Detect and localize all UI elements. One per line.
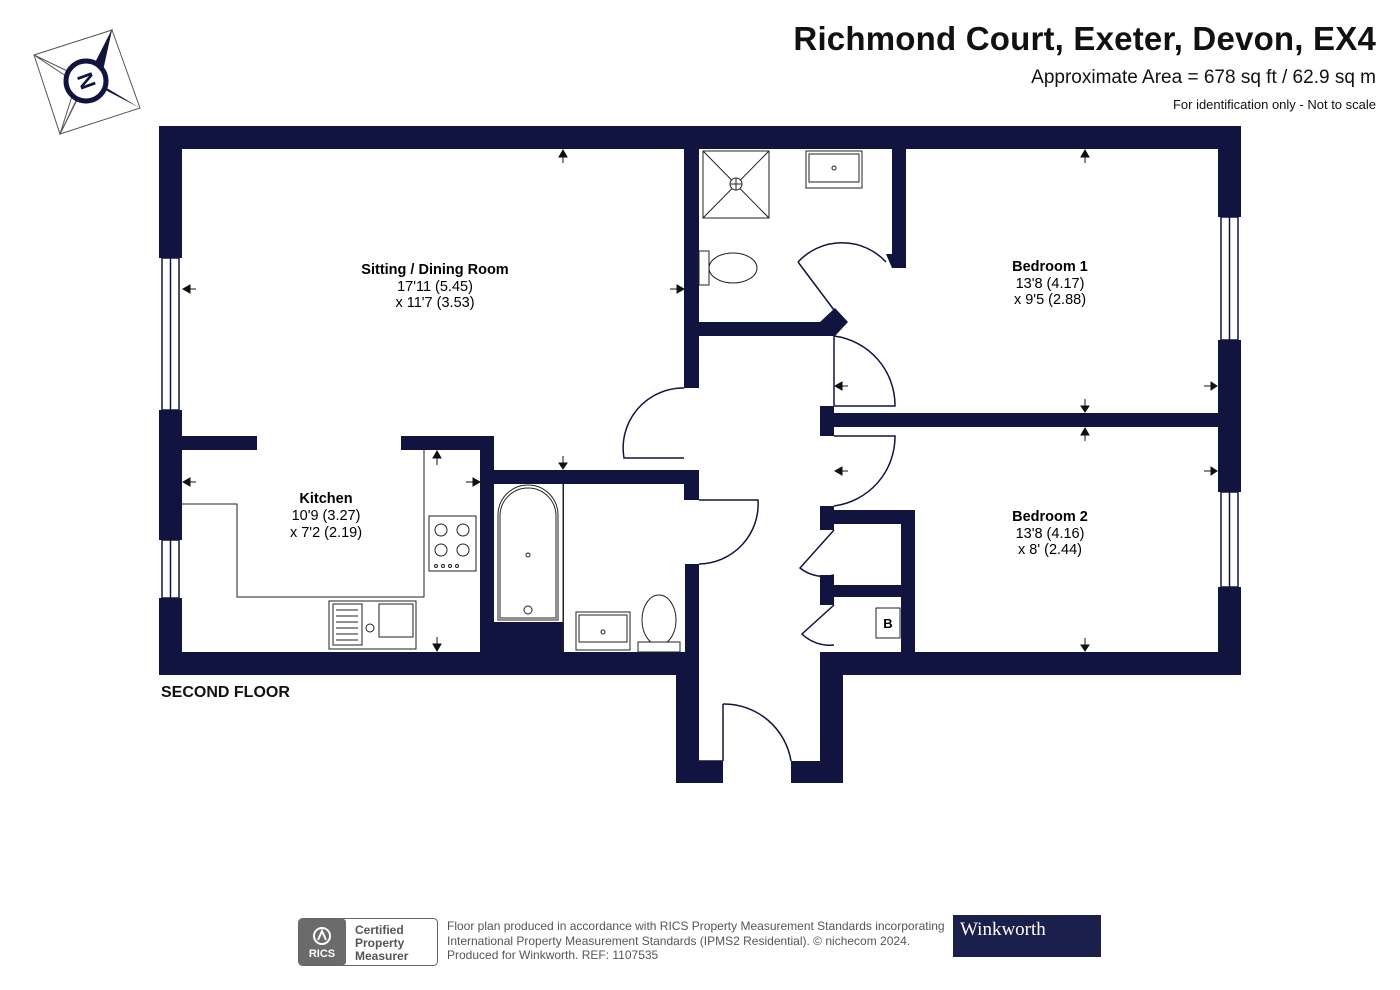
kitchen-dim1: 10'9 (3.27) xyxy=(292,508,361,524)
dimension-markers xyxy=(181,148,1218,653)
bedroom1-dim1: 13'8 (4.17) xyxy=(1016,276,1085,292)
bathroom-fittings xyxy=(497,150,863,653)
sitting-room-dim1: 17'11 (5.45) xyxy=(397,279,473,295)
toilet-icon xyxy=(641,594,677,646)
footer-line1: Floor plan produced in accordance with R… xyxy=(447,919,945,933)
footer-text: Floor plan produced in accordance with R… xyxy=(447,919,945,963)
disclaimer: For identification only - Not to scale xyxy=(1172,97,1376,112)
winkworth-logo: Winkworth xyxy=(953,915,1101,957)
doors xyxy=(622,242,896,762)
toilet-icon xyxy=(698,250,710,286)
kitchen-dim2: x 7'2 (2.19) xyxy=(290,525,362,541)
room-labels: Sitting / Dining Room 17'11 (5.45) x 11'… xyxy=(290,259,1088,558)
boiler-box xyxy=(875,607,901,639)
walls xyxy=(159,126,1241,783)
rics-line3: Measurer xyxy=(355,949,409,963)
hob-icon xyxy=(428,515,477,572)
windows xyxy=(161,216,1239,599)
north-arrow-icon: N xyxy=(33,28,141,136)
rics-certified-badge: RICS Certified Property Measurer xyxy=(298,918,438,966)
kitchen-fittings xyxy=(182,450,477,650)
bedroom1-dim2: x 9'5 (2.88) xyxy=(1014,292,1086,308)
property-title: Richmond Court, Exeter, Devon, EX4 xyxy=(793,20,1376,57)
bedroom2-name: Bedroom 2 xyxy=(1012,509,1088,525)
footer-line3: Produced for Winkworth. REF: 1107535 xyxy=(447,948,659,962)
sitting-room-name: Sitting / Dining Room xyxy=(361,262,508,278)
bedroom2-dim1: 13'8 (4.16) xyxy=(1016,526,1085,542)
kitchen-name: Kitchen xyxy=(299,491,352,507)
footer-line2: International Property Measurement Stand… xyxy=(447,933,911,948)
rics-line1: Certified xyxy=(355,923,404,937)
bedroom2-dim2: x 8' (2.44) xyxy=(1018,542,1082,558)
bedroom1-name: Bedroom 1 xyxy=(1012,259,1088,275)
rics-logo-text: RICS xyxy=(309,948,335,960)
brand-name: Winkworth xyxy=(960,919,1046,940)
sitting-room-dim2: x 11'7 (3.53) xyxy=(395,295,474,311)
rics-line2: Property xyxy=(355,936,405,950)
approximate-area: Approximate Area = 678 sq ft / 62.9 sq m xyxy=(1031,67,1376,88)
boiler-label: B xyxy=(883,616,892,631)
rics-logo-icon xyxy=(313,927,331,945)
floor-label: SECOND FLOOR xyxy=(161,684,290,701)
